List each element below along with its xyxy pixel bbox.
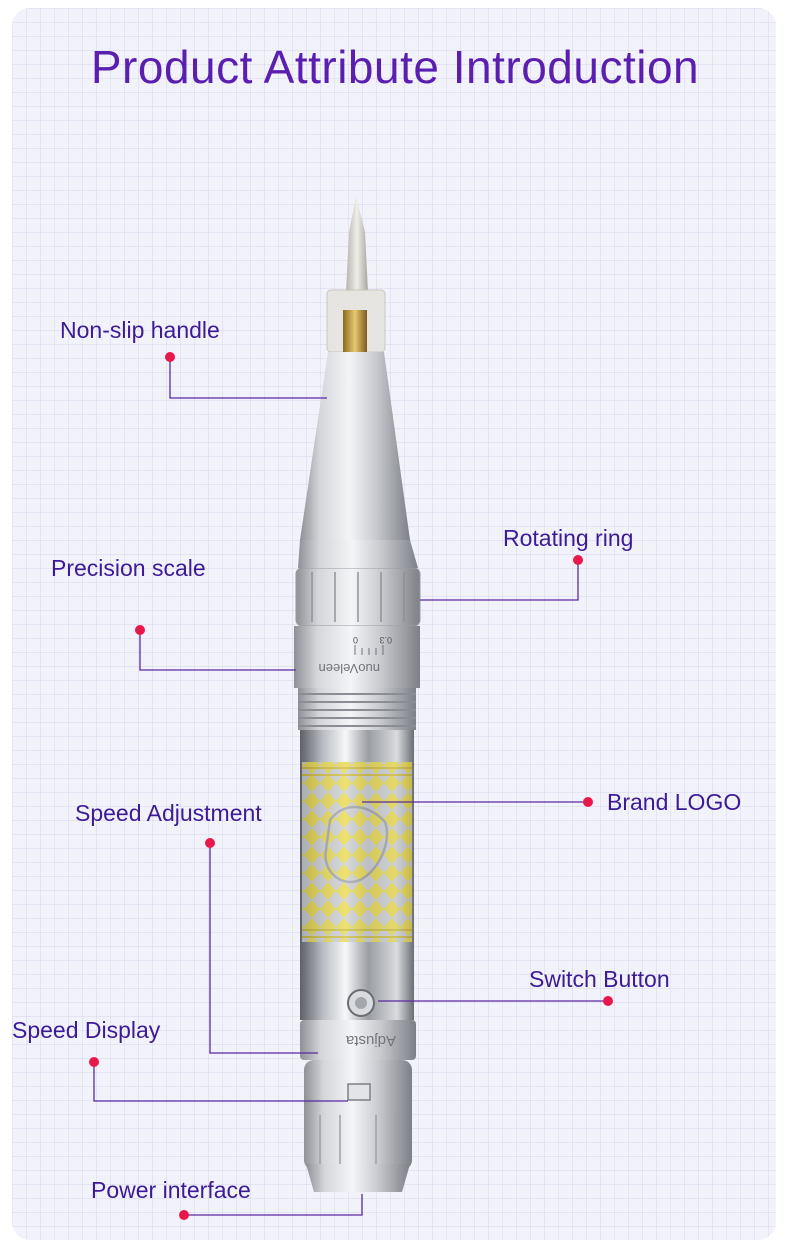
label-speed-display: Speed Display bbox=[12, 1017, 161, 1043]
scale-mark-03: 0.3 bbox=[379, 635, 392, 645]
scale-band bbox=[294, 626, 420, 688]
scale-mark-0: 0 bbox=[353, 635, 358, 645]
label-precision-scale: Precision scale bbox=[51, 555, 206, 581]
dot-speed-adj bbox=[205, 838, 215, 848]
callout-line-rotating bbox=[420, 560, 579, 601]
engraving-text: nuoVeleen bbox=[319, 661, 380, 676]
callout-line-non-slip bbox=[169, 357, 327, 399]
dot-power bbox=[179, 1210, 189, 1220]
label-rotating-ring: Rotating ring bbox=[503, 525, 634, 551]
dot-speed-display bbox=[89, 1057, 99, 1067]
callout-line-speed-adj bbox=[209, 843, 318, 1054]
cartridge-gold-core bbox=[343, 310, 367, 354]
callout-line-speed-display bbox=[93, 1062, 348, 1102]
dot-brand bbox=[583, 797, 593, 807]
speed-display-window bbox=[347, 1083, 371, 1101]
label-speed-adjustment: Speed Adjustment bbox=[75, 800, 262, 826]
lower-engraving: Adjusta bbox=[345, 1032, 396, 1049]
label-switch-button: Switch Button bbox=[529, 966, 670, 992]
bottom-grip bbox=[304, 1060, 412, 1170]
dot-non-slip bbox=[165, 352, 175, 362]
label-power-interface: Power interface bbox=[91, 1177, 251, 1203]
lower-collar bbox=[300, 1020, 416, 1060]
label-brand-logo: Brand LOGO bbox=[607, 789, 742, 815]
page-title: Product Attribute Introduction bbox=[90, 41, 700, 93]
end-cap bbox=[306, 1164, 410, 1192]
dot-rotating bbox=[573, 555, 583, 565]
conical-grip bbox=[300, 352, 410, 540]
dot-switch bbox=[603, 996, 613, 1006]
dot-precision bbox=[135, 625, 145, 635]
needle-tip bbox=[346, 196, 368, 292]
callout-line-power bbox=[184, 1194, 363, 1216]
callout-line-precision bbox=[139, 630, 296, 671]
label-non-slip-handle: Non-slip handle bbox=[60, 317, 220, 343]
